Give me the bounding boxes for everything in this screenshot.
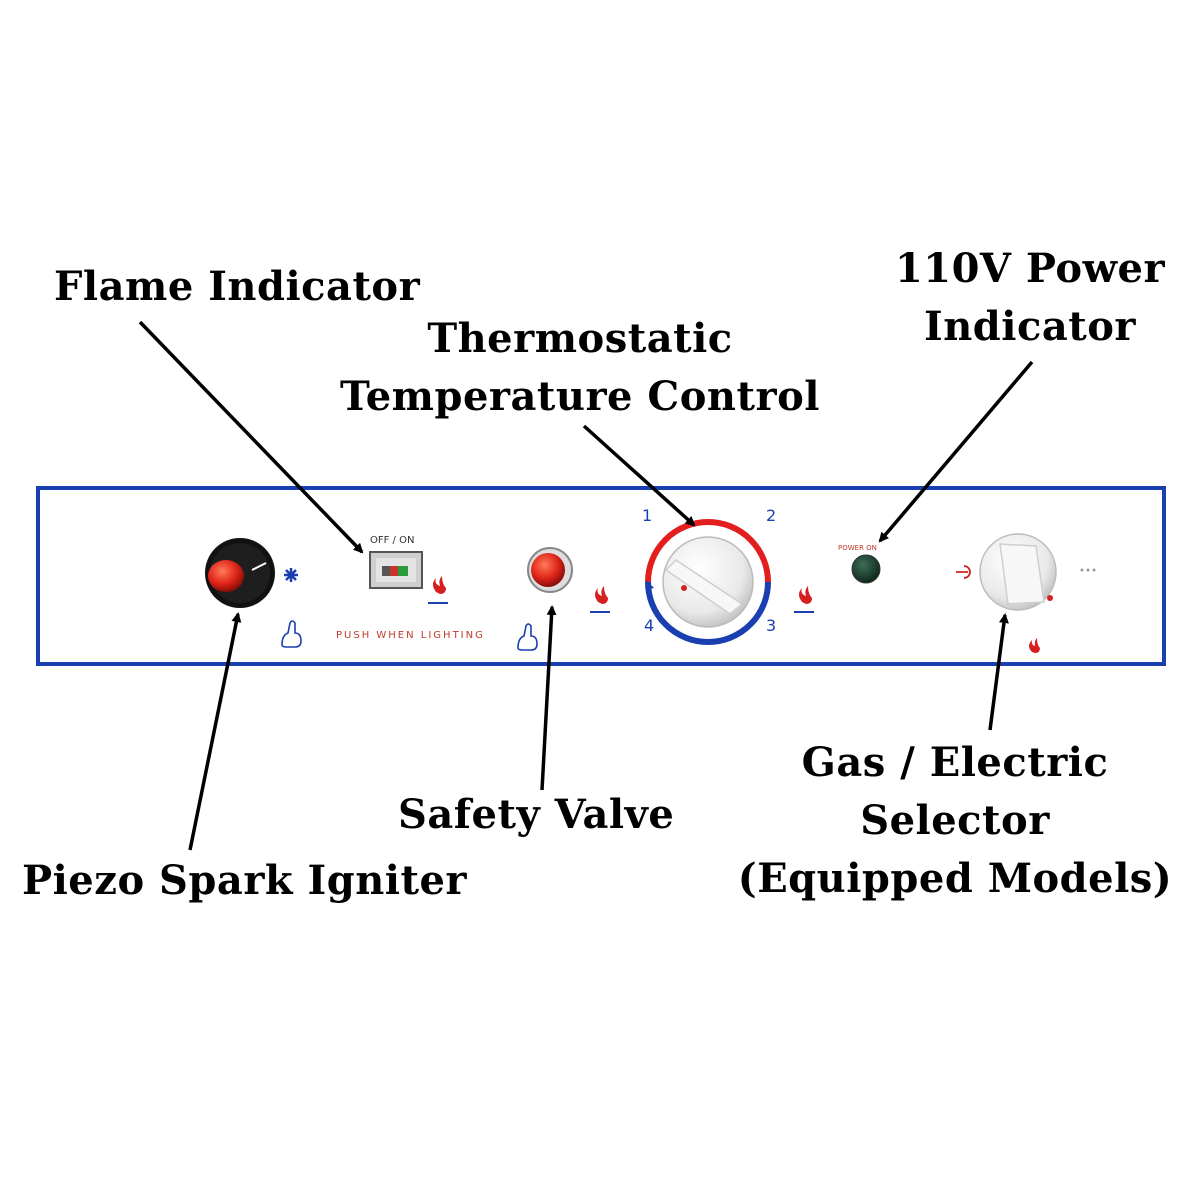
- dial-number-2: 2: [766, 506, 777, 525]
- hand-push-icon: [281, 620, 302, 648]
- piezo-igniter-knob[interactable]: [205, 538, 275, 608]
- piezo-igniter-label: Piezo Spark Igniter: [22, 857, 467, 904]
- safety-valve-label: Safety Valve: [398, 791, 675, 838]
- thermostat-label: Thermostatic Temperature Control: [320, 310, 840, 426]
- thermostat-label-line1: Thermostatic: [427, 315, 733, 362]
- gas-electric-selector-knob[interactable]: [979, 533, 1057, 611]
- selector-label: Gas / Electric Selector (Equipped Models…: [720, 734, 1190, 908]
- selector-label-line2: Selector: [860, 797, 1050, 844]
- selector-label-line1: Gas / Electric: [801, 739, 1109, 786]
- flame-icon-4: [1029, 638, 1040, 653]
- power-indicator-label: 110V Power Indicator: [880, 240, 1180, 356]
- thermostat-dial-scale: [645, 519, 771, 645]
- power-label-line1: 110V Power: [894, 245, 1166, 292]
- thermostat-knob[interactable]: [662, 536, 754, 628]
- thermostat-arrow: [582, 424, 696, 527]
- safety-valve-button[interactable]: [527, 547, 573, 593]
- dial-number-1: 1: [642, 506, 653, 525]
- flame-icon: [428, 576, 448, 604]
- power-indicator-led: [851, 554, 881, 584]
- power-on-label: POWER ON: [838, 544, 877, 552]
- piezo-arrow: [188, 612, 242, 851]
- flame-indicator-window: [369, 551, 423, 589]
- push-when-lighting-label: PUSH WHEN LIGHTING: [336, 630, 485, 641]
- hand-push-icon-2: [517, 623, 538, 651]
- callout-arrows: [138, 320, 1034, 851]
- selector-arrow: [988, 613, 1009, 731]
- power-indicator-arrow: [878, 360, 1034, 543]
- flame-icon-3: [794, 586, 814, 613]
- electric-dots: [1080, 568, 1096, 572]
- plug-icon: [956, 565, 971, 579]
- dial-number-4: 4: [644, 616, 655, 635]
- off-on-label: OFF / ON: [370, 535, 415, 546]
- selector-label-line3: (Equipped Models): [737, 855, 1173, 902]
- flame-indicator-label: Flame Indicator: [54, 263, 421, 310]
- power-label-line2: Indicator: [924, 303, 1136, 350]
- flame-indicator-arrow: [138, 320, 364, 554]
- safety-valve-arrow: [540, 605, 557, 791]
- dial-number-3: 3: [766, 616, 777, 635]
- thermostat-label-line2: Temperature Control: [340, 373, 820, 420]
- flame-icon-2: [590, 586, 610, 613]
- spark-icon: [284, 568, 298, 582]
